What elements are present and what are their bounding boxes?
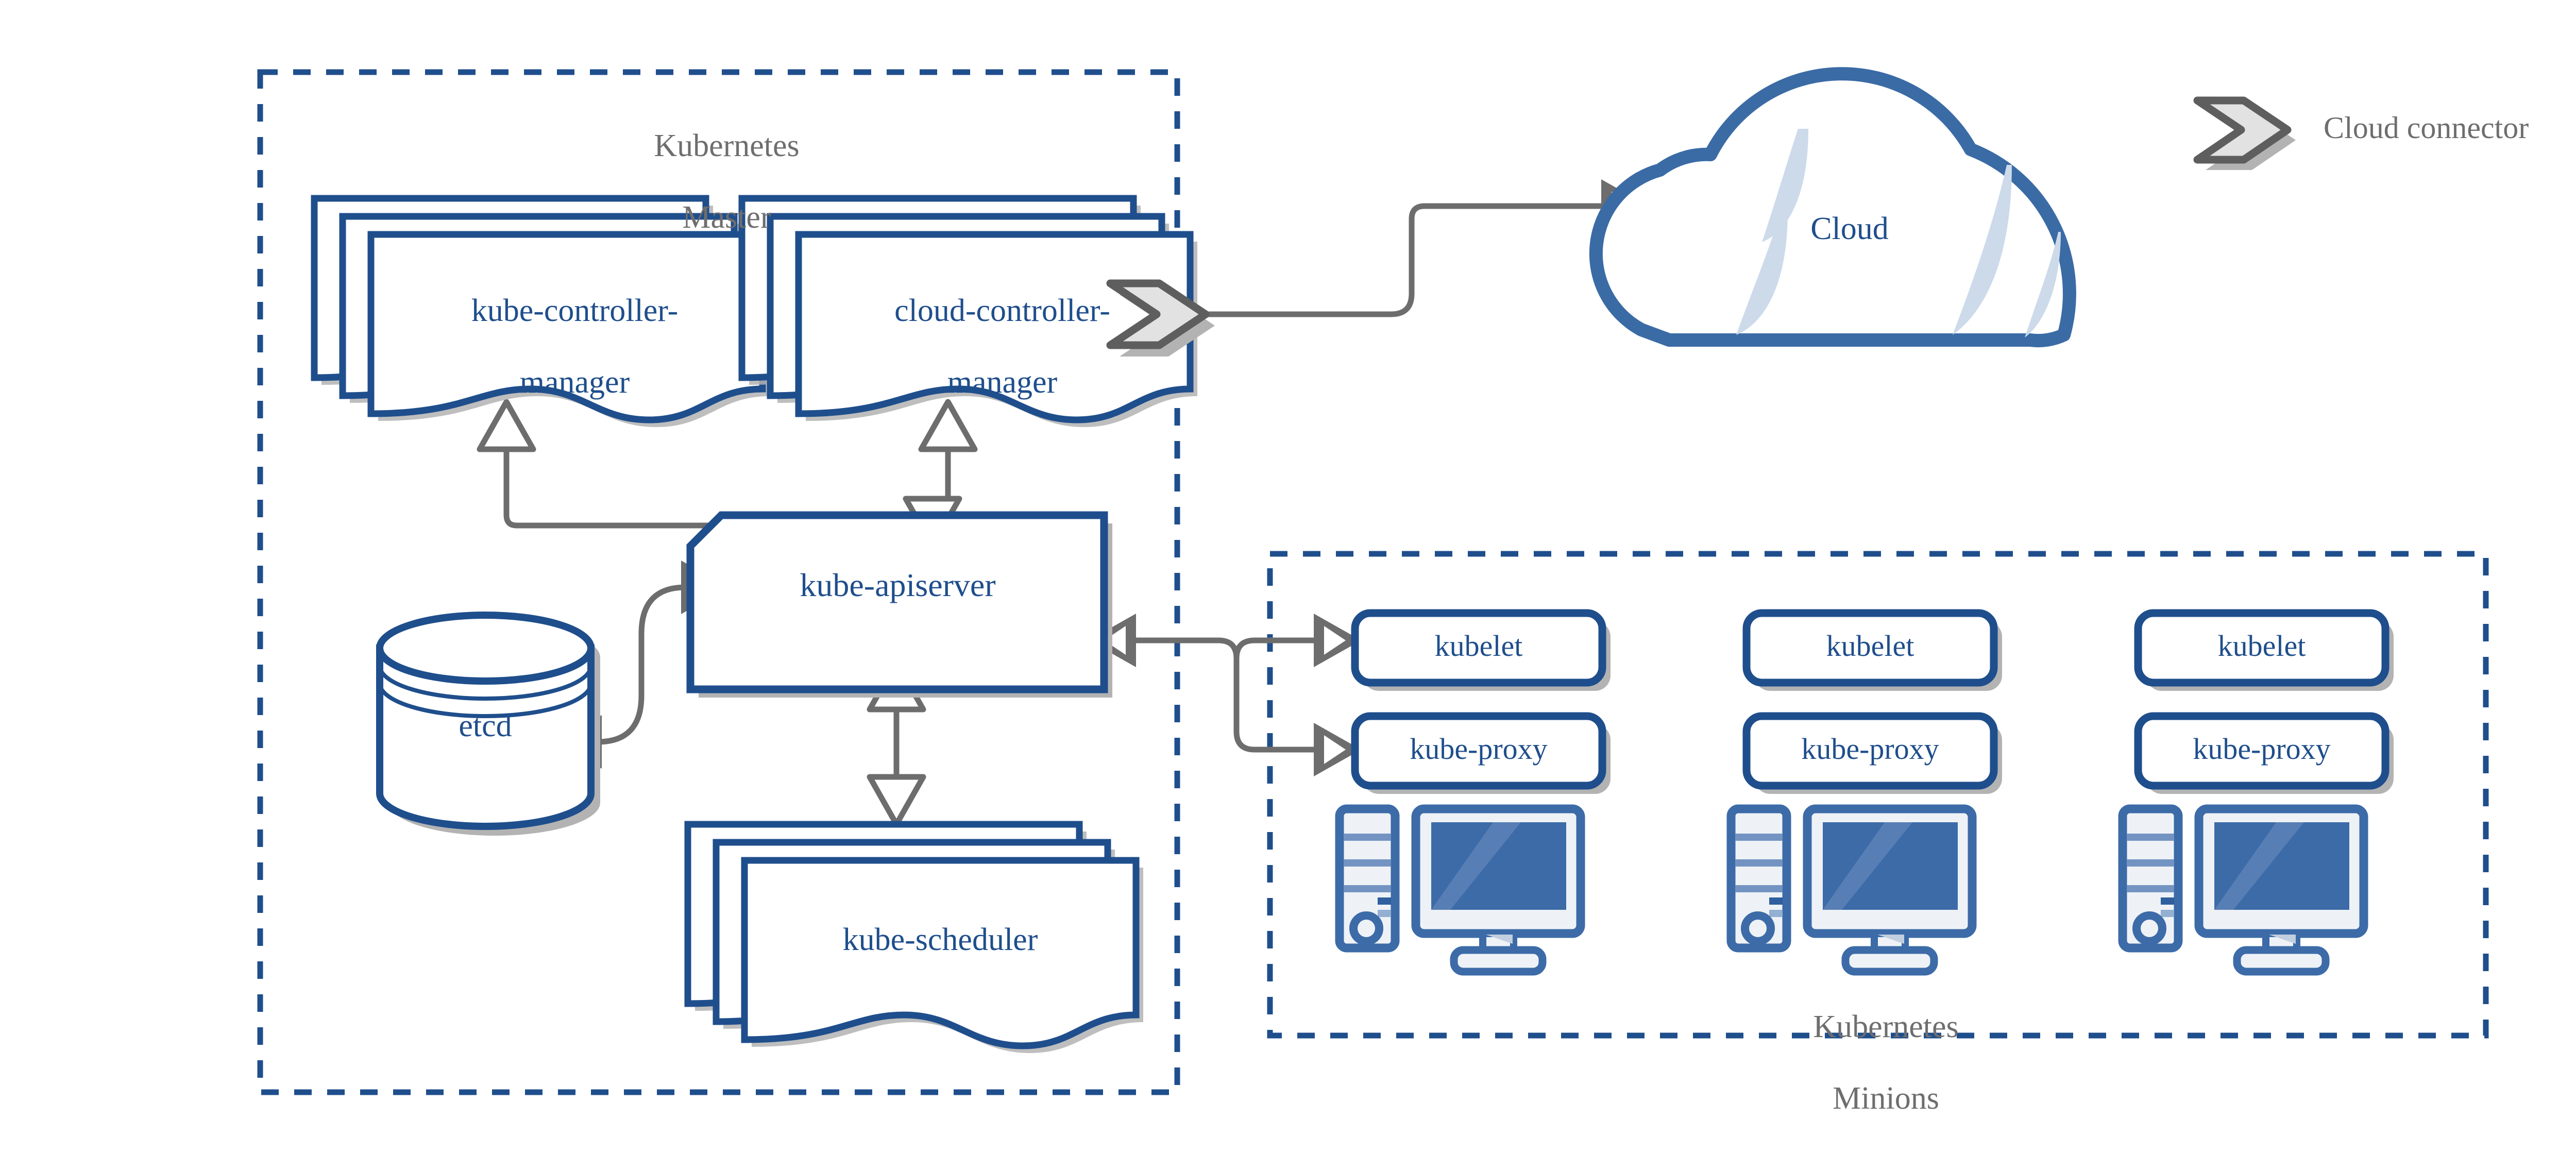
kube-proxy-box-3[interactable]	[2134, 712, 2389, 790]
legend-cloud-connector-icon	[2193, 96, 2296, 170]
desktop-computer-icon-1	[1335, 804, 1585, 976]
cloud-accent-shapes	[1736, 129, 2061, 337]
kube-proxy-box-1[interactable]	[1351, 712, 1606, 790]
kubelet-box-3[interactable]	[2134, 609, 2389, 687]
arrowhead-up-cloud-controller-manager	[918, 399, 978, 452]
kubelet-box-1[interactable]	[1351, 609, 1606, 687]
kubernetes-minions-boundary	[1267, 551, 2489, 1039]
kubelet-box-2[interactable]	[1742, 609, 1998, 687]
desktop-computer-icon-2	[1726, 804, 1977, 976]
etcd-shape[interactable]	[376, 612, 600, 836]
connector-branch-to-kubelet	[1233, 637, 1322, 662]
minion-node-2	[1726, 609, 2002, 976]
minion-node-1	[1335, 609, 1611, 976]
connector-cloudconnector-to-cloud	[1197, 203, 1605, 317]
arrowhead-up-kube-controller-manager	[477, 399, 536, 452]
cloud-connector-icon-inline	[1106, 279, 1215, 357]
kube-scheduler-shape[interactable]	[688, 824, 1143, 1053]
arrowhead-down-scheduler	[867, 774, 926, 827]
kube-apiserver-shape[interactable]	[686, 511, 1112, 698]
connector-apiserver-to-minions	[1130, 637, 1322, 753]
kube-controller-manager-shape[interactable]	[314, 198, 770, 427]
cloud-shape[interactable]	[1589, 67, 2076, 348]
cloud-controller-manager-shape[interactable]	[742, 198, 1197, 427]
desktop-computer-icon-3	[2118, 804, 2368, 976]
kube-proxy-box-2[interactable]	[1742, 712, 1998, 790]
minion-node-3	[2118, 609, 2394, 976]
connector-etcd-apiserver	[595, 584, 688, 745]
kubernetes-master-boundary	[257, 69, 1180, 1095]
